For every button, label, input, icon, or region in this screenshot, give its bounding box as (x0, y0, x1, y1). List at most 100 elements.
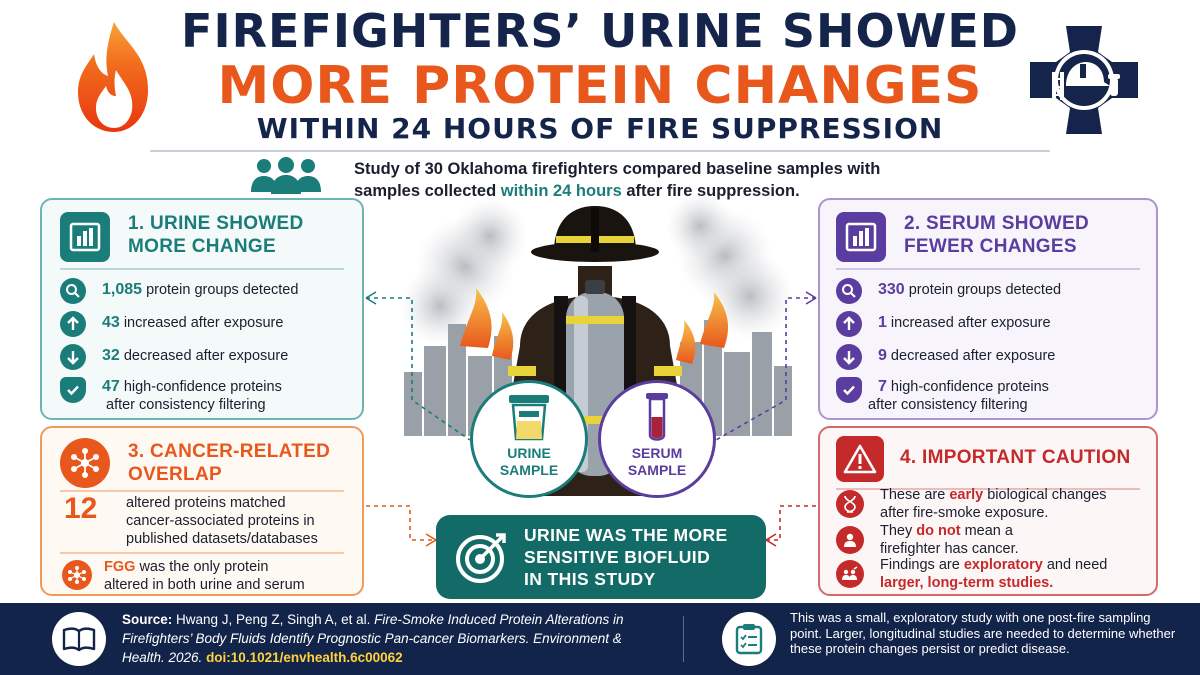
footer-source: Source: Hwang J, Peng Z, Singh A, et al.… (122, 610, 662, 667)
study-highlight: within 24 hours (500, 182, 622, 200)
firefighter-scene (400, 196, 794, 496)
headline-line-3: WITHIN 24 HOURS OF FIRE SUPPRESSION (256, 112, 944, 145)
urine-panel-divider (60, 268, 344, 270)
banner-text: URINE WAS THE MORE SENSITIVE BIOFLUID IN… (524, 524, 728, 590)
caution-3-highlight: exploratory (963, 557, 1043, 573)
study-text-1: Study of 30 Oklahoma firefighters compar… (354, 160, 881, 200)
urine-detected-label: protein groups detected (142, 282, 299, 298)
source-article-title: Fire-Smoke Induced Protein Alterations i… (122, 612, 624, 646)
urine-increased-value: 43 (102, 314, 120, 331)
serum-row-decreased: 9 decreased after exposure (836, 344, 1055, 370)
serum-high-confidence-label: high-confidence proteins (886, 379, 1049, 395)
banner-line-3: IN THIS STUDY (524, 569, 656, 589)
caution-1-a: These are (880, 487, 950, 503)
cancer-overlap-text-3: published datasets/databases (126, 531, 318, 547)
caution-panel: 4. IMPORTANT CAUTION These are early bio… (818, 426, 1158, 596)
caution-2-highlight: do not (916, 523, 961, 539)
molecule-network-icon (71, 448, 99, 478)
cancer-title-line-1: 3. CANCER-RELATED (128, 441, 331, 462)
serum-row-increased: 1 increased after exposure (836, 311, 1051, 337)
source-authors: Hwang J, Peng Z, Singh A, et al. (172, 612, 375, 627)
serum-increased-label: increased after exposure (886, 315, 1051, 331)
study-text-2: after fire suppression. (621, 182, 800, 200)
shield-check-icon (60, 377, 86, 403)
cancer-panel-divider-2 (60, 552, 344, 554)
urine-panel: 1. URINE SHOWED MORE CHANGE 1,085 protei… (40, 198, 364, 420)
serum-sample-label-1: SERUM (631, 445, 683, 461)
banner-line-2: SENSITIVE BIOFLUID (524, 547, 711, 567)
urine-sample-label-2: SAMPLE (499, 462, 559, 478)
serum-title-line-2: FEWER CHANGES (904, 236, 1077, 257)
serum-panel-divider (836, 268, 1140, 270)
urine-row-high-confidence: 47 high-confidence proteins after consis… (60, 377, 282, 414)
arrow-down-icon (60, 344, 86, 370)
cancer-overlap-description: altered proteins matched cancer-associat… (126, 494, 356, 548)
source-label: Source: (122, 612, 173, 627)
footer (0, 603, 1200, 675)
caution-panel-divider (836, 488, 1140, 490)
urine-title-line-2: MORE CHANGE (128, 236, 276, 257)
source-journal: Environment & Health. 2026. (122, 631, 622, 665)
cancer-overlap-text-1: altered proteins matched (126, 495, 286, 511)
urine-high-confidence-label: high-confidence proteins (119, 379, 282, 395)
serum-panel-icon (836, 212, 886, 262)
arrow-up-icon (836, 311, 862, 337)
serum-row-detected: 330 protein groups detected (836, 278, 1061, 304)
urine-decreased-label: decreased after exposure (119, 348, 289, 364)
search-icon (60, 278, 86, 304)
shield-check-icon (836, 377, 862, 403)
caution-row-not-cancer: They do not mean a firefighter has cance… (836, 520, 1019, 558)
blood-tube-icon (646, 393, 668, 441)
cancer-title-line-2: OVERLAP (128, 464, 222, 485)
serum-title-line-1: 2. SERUM SHOWED (904, 213, 1090, 234)
urine-cup-icon (509, 395, 549, 441)
urine-panel-icon (60, 212, 110, 262)
flame-icon (78, 22, 148, 132)
footer-limitation-note: This was a small, exploratory study with… (790, 610, 1176, 656)
footer-divider (683, 616, 684, 662)
urine-title-line-1: 1. URINE SHOWED (128, 213, 304, 234)
serum-panel-title: 2. SERUM SHOWED FEWER CHANGES (904, 212, 1089, 258)
cancer-panel-icon (60, 438, 110, 488)
urine-row-increased: 43 increased after exposure (60, 311, 283, 337)
fgg-molecule-icon (62, 560, 92, 590)
caution-row-early: These are early biological changes after… (836, 480, 1107, 522)
cancer-overlap-text-2: cancer-associated proteins in (126, 513, 315, 529)
caution-3-a: Findings are (880, 557, 964, 573)
book-icon (52, 612, 106, 666)
arrow-down-icon (836, 344, 862, 370)
caution-2-c: firefighter has cancer. (880, 541, 1019, 557)
serum-row-high-confidence: 7 high-confidence proteins after consist… (836, 377, 1049, 414)
key-finding-banner: URINE WAS THE MORE SENSITIVE BIOFLUID IN… (436, 515, 766, 599)
fgg-description: FGG was the only protein altered in both… (104, 558, 354, 594)
urine-high-confidence-sublabel: after consistency filtering (106, 397, 266, 413)
cancer-overlap-count: 12 (64, 492, 98, 525)
source-doi-link[interactable]: doi:10.1021/envhealth.6c00062 (206, 650, 403, 665)
urine-row-decreased: 32 decreased after exposure (60, 344, 288, 370)
fgg-text-2: altered in both urine and serum (104, 577, 305, 593)
serum-detected-value: 330 (878, 281, 905, 298)
arrow-up-icon (60, 311, 86, 337)
cancer-panel-divider (60, 490, 344, 492)
person-icon (836, 526, 864, 554)
caution-1-c: after fire-smoke exposure. (880, 505, 1049, 521)
urine-row-detected: 1,085 protein groups detected (60, 278, 298, 304)
serum-decreased-label: decreased after exposure (886, 348, 1056, 364)
warning-triangle-icon (843, 444, 877, 474)
serum-high-confidence-sublabel: after consistency filtering (868, 397, 1028, 413)
clipboard-icon (722, 612, 776, 666)
headline-line-2: MORE PROTEIN CHANGES (217, 56, 983, 116)
serum-detected-label: protein groups detected (904, 282, 1062, 298)
bar-chart-icon (845, 222, 877, 252)
banner-line-1: URINE WAS THE MORE (524, 525, 728, 545)
cancer-panel-title: 3. CANCER-RELATED OVERLAP (128, 440, 330, 486)
serum-increased-value: 1 (878, 314, 887, 331)
study-description: Study of 30 Oklahoma firefighters compar… (354, 158, 914, 202)
people-chart-icon (836, 560, 864, 588)
serum-panel: 2. SERUM SHOWED FEWER CHANGES 330 protei… (818, 198, 1158, 420)
urine-panel-title: 1. URINE SHOWED MORE CHANGE (128, 212, 304, 258)
caution-panel-title: 4. IMPORTANT CAUTION (900, 447, 1131, 468)
dna-icon (836, 490, 864, 518)
fgg-label: FGG (104, 559, 136, 575)
serum-decreased-value: 9 (878, 347, 887, 364)
